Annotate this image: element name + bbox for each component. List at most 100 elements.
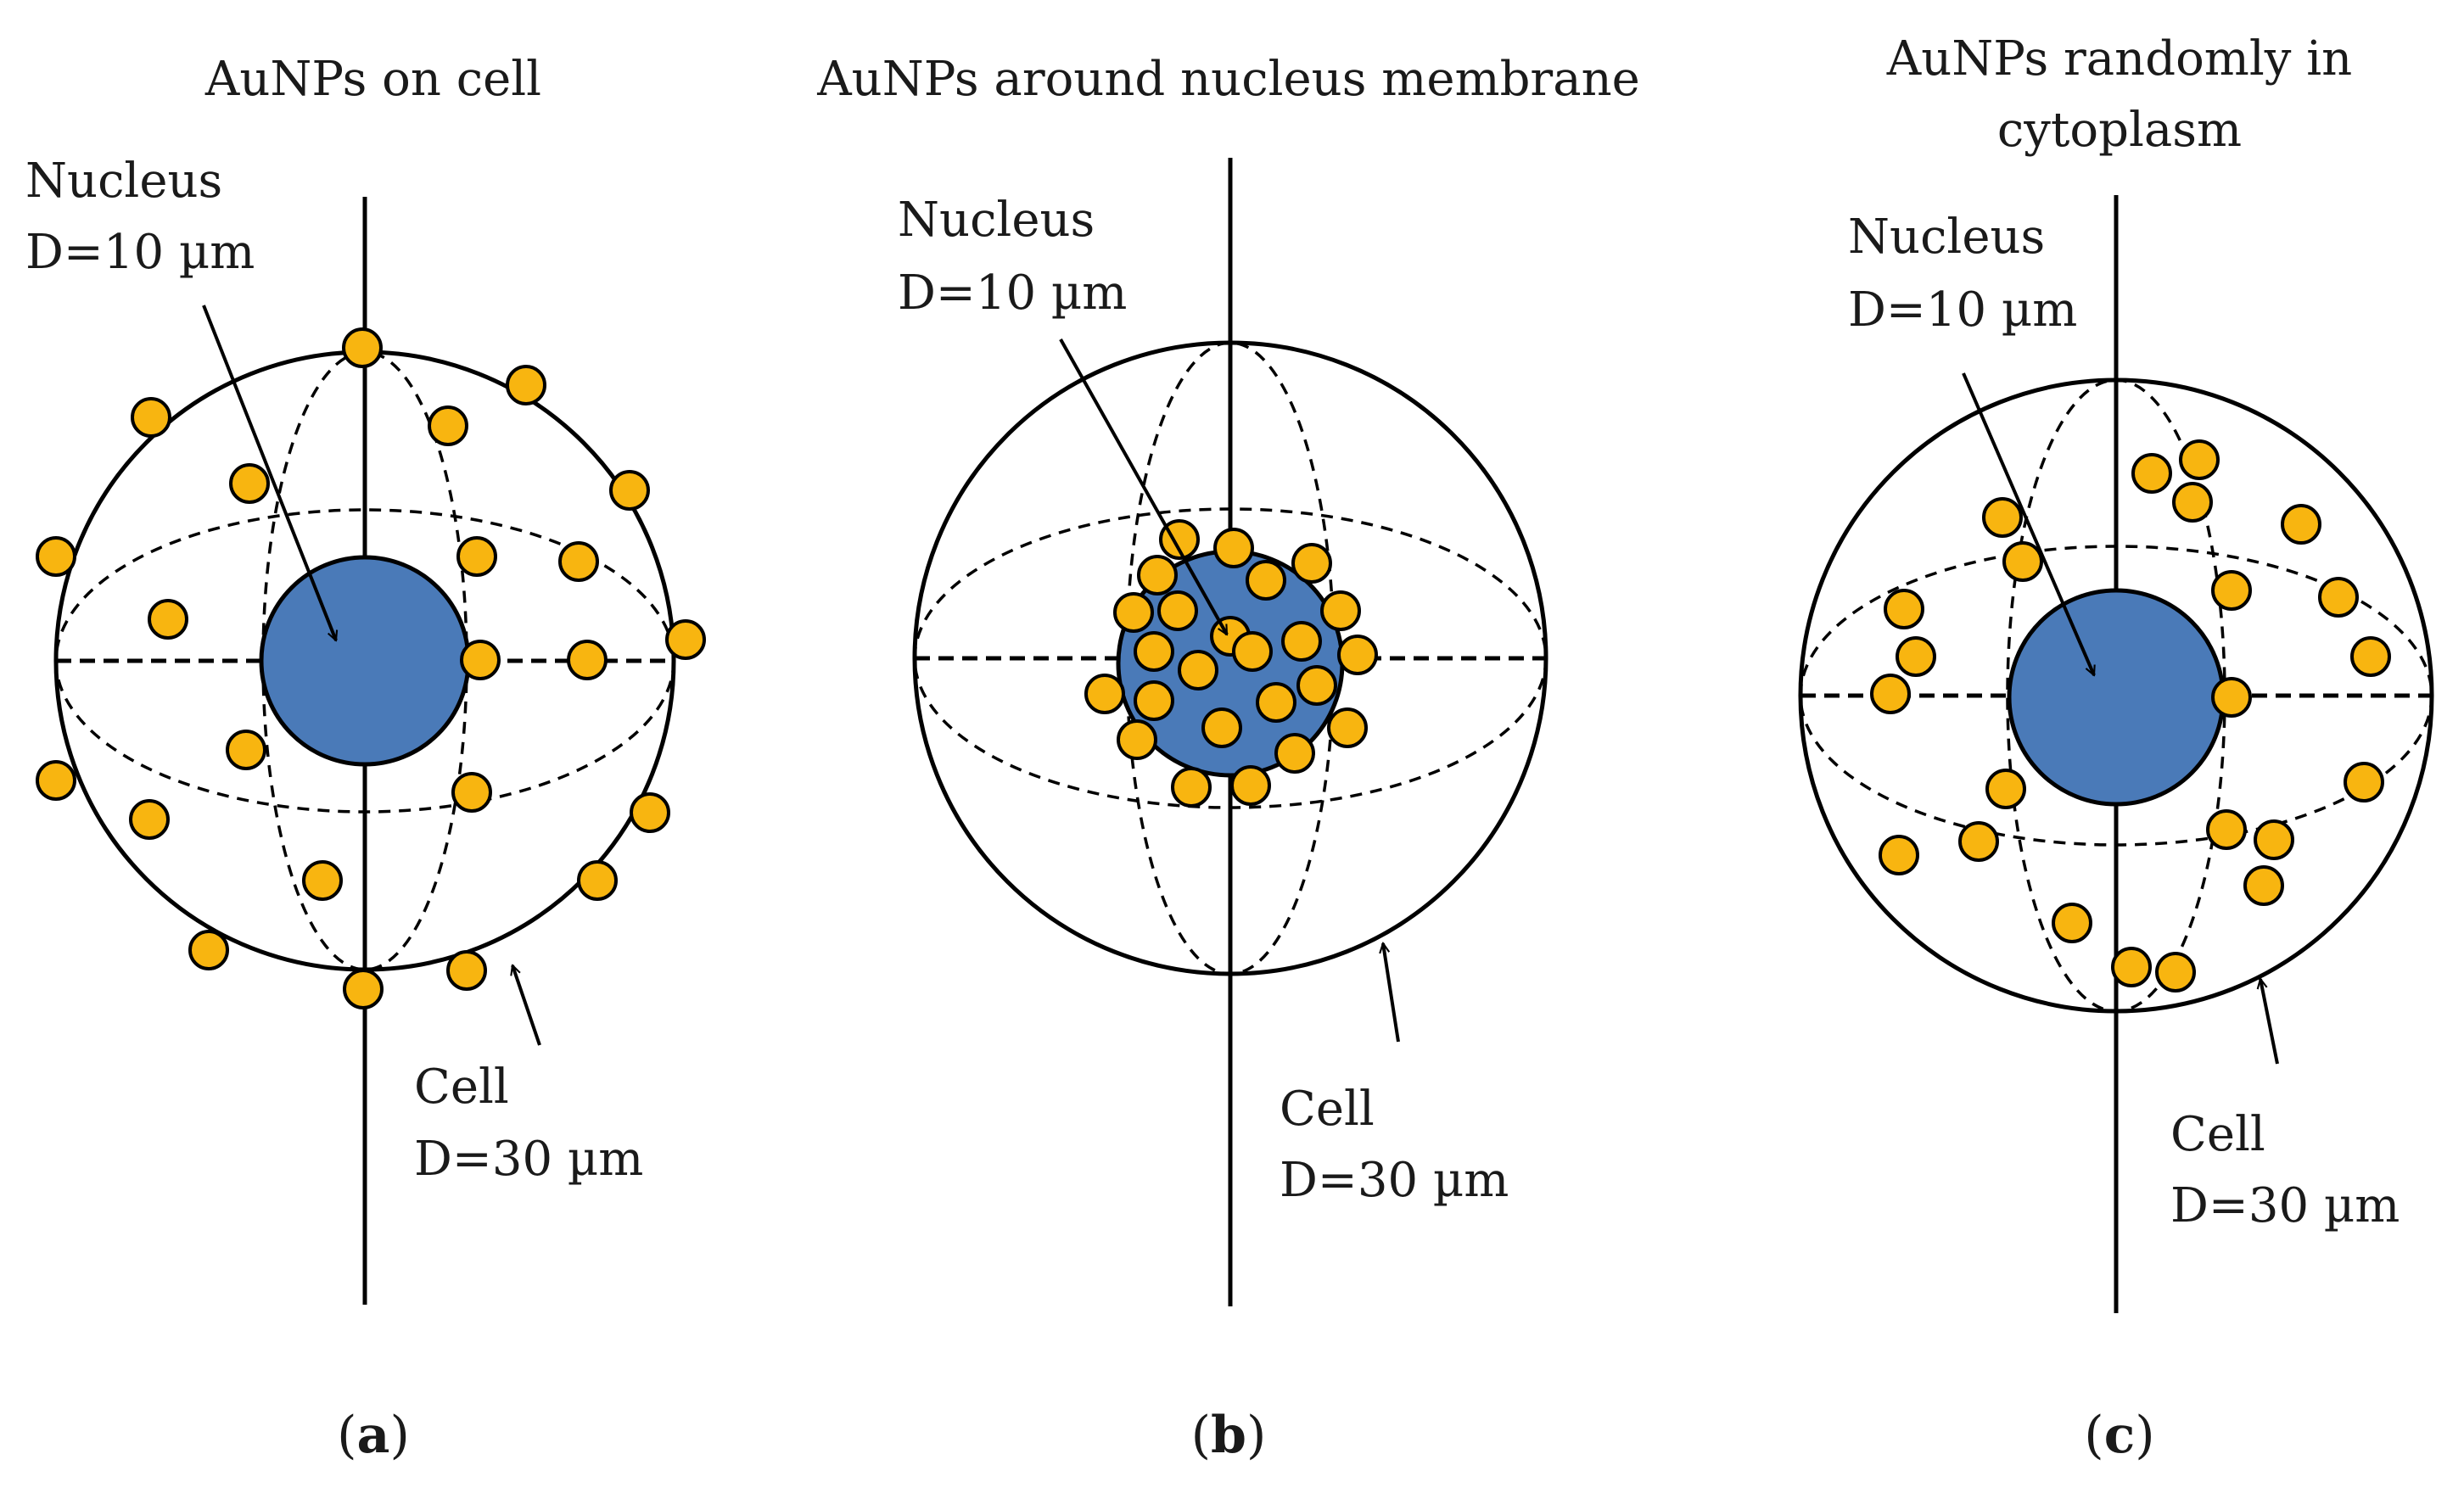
gold-nanoparticle (1230, 765, 1271, 806)
gold-nanoparticle (229, 463, 270, 504)
gold-nanoparticle (577, 860, 618, 901)
gold-nanoparticle (1246, 560, 1286, 601)
gold-nanoparticle (1256, 682, 1296, 723)
panel-b-sublabel: (b) (1191, 1406, 1267, 1465)
panel-c-nucleus-label: Nucleus (1848, 210, 2045, 265)
gold-nanoparticle (1291, 543, 1332, 584)
panel-a-cell-arrow (512, 965, 541, 1046)
gold-nanoparticle (2318, 577, 2359, 618)
gold-nanoparticle (1327, 707, 1368, 748)
gold-nanoparticle (1117, 719, 1157, 760)
panel-c-nucleus-diameter: D=10 µm (1848, 282, 2077, 338)
panel-c-title-line-1: AuNPs randomly in (1886, 31, 2352, 87)
gold-nanoparticle (451, 772, 492, 813)
gold-nanoparticle (1896, 636, 1936, 677)
gold-nanoparticle (1870, 674, 1911, 714)
gold-nanoparticle (1337, 635, 1378, 675)
gold-nanoparticle (506, 365, 546, 405)
gold-nanoparticle (558, 541, 599, 582)
gold-nanoparticle (343, 969, 384, 1009)
gold-nanoparticle (609, 470, 650, 511)
gold-nanoparticle (2206, 809, 2247, 850)
panel-c-nucleus-arrow (1962, 372, 2096, 675)
gold-nanoparticle (1985, 769, 2026, 809)
gold-nanoparticle (1201, 707, 1242, 748)
gold-nanoparticle (1296, 665, 1337, 706)
gold-nanoparticle (226, 730, 266, 770)
gold-nanoparticle (131, 397, 171, 438)
gold-nanoparticle (2254, 819, 2294, 860)
gold-nanoparticle (2211, 677, 2252, 718)
gold-nanoparticle (1157, 590, 1198, 631)
gold-nanoparticle (2131, 453, 2172, 494)
gold-nanoparticle (188, 930, 229, 970)
gold-nanoparticle (2350, 636, 2391, 677)
gold-nanoparticle (1171, 767, 1212, 808)
gold-nanoparticle (567, 640, 608, 680)
panel-b-nucleus-diameter: D=10 µm (898, 266, 1127, 321)
panel-b-title: AuNPs around nucleus membrane (816, 52, 1640, 107)
gold-nanoparticle (1274, 733, 1315, 774)
panel-a-nucleus-diameter: D=10 µm (25, 225, 255, 280)
gold-nanoparticle (630, 792, 670, 833)
panel-a-sublabel: (a) (337, 1406, 410, 1465)
gold-nanoparticle (1178, 650, 1218, 691)
gold-nanoparticle (2155, 952, 2196, 993)
gold-nanoparticle (428, 405, 468, 446)
gold-nanoparticle (2172, 482, 2213, 523)
gold-nanoparticle (148, 599, 188, 640)
panel-c-cell-label: Cell (2170, 1107, 2265, 1162)
panel-b-cell-arrow (1383, 943, 1400, 1043)
panel-b-nucleus-arrow (1059, 338, 1229, 635)
panel-a-title: AuNPs on cell (204, 52, 541, 107)
gold-nanoparticle (1281, 621, 1322, 662)
panel-a-cell-diameter: D=30 µm (414, 1132, 643, 1187)
gold-nanoparticle (446, 950, 487, 991)
panel-b: AuNPs around nucleus membrane (816, 52, 1640, 1465)
gold-nanoparticle (2179, 439, 2220, 480)
panel-a-nanoparticles (36, 327, 706, 1009)
panel-c-cell-arrow (2260, 979, 2279, 1065)
gold-nanoparticle (1232, 631, 1273, 672)
gold-nanoparticle (2211, 570, 2252, 611)
panel-c: AuNPs randomly in cytoplasm (1798, 31, 2434, 1465)
gold-nanoparticle (1884, 589, 1924, 629)
gold-nanoparticle (1137, 555, 1178, 596)
gold-nanoparticle (129, 799, 170, 840)
panel-c-cell-diameter: D=30 µm (2170, 1178, 2400, 1233)
panel-a-nucleus-label: Nucleus (25, 154, 222, 209)
gold-nanoparticle (1084, 674, 1125, 714)
gold-nanoparticle (1982, 497, 2023, 538)
gold-nanoparticle (665, 619, 706, 660)
panel-a: AuNPs on cell (25, 52, 706, 1465)
gold-nanoparticle (36, 536, 76, 577)
gold-nanoparticle (1879, 835, 1919, 875)
panel-b-nanoparticles (1084, 519, 1378, 808)
panel-b-nucleus-label: Nucleus (898, 193, 1095, 248)
panel-a-cell-label: Cell (414, 1060, 509, 1115)
panel-b-cell-diameter: D=30 µm (1280, 1153, 1509, 1208)
panel-c-nanoparticles (1870, 439, 2391, 993)
panel-a-nucleus-arrow (202, 305, 336, 640)
gold-nanoparticle (1958, 821, 1999, 862)
panel-c-nucleus (2007, 588, 2226, 807)
panel-c-title-line-2: cytoplasm (1997, 103, 2242, 158)
gold-nanoparticle (2344, 762, 2384, 802)
gold-nanoparticle (2052, 903, 2092, 943)
gold-nanoparticle (342, 327, 383, 368)
gold-nanoparticle (36, 760, 76, 801)
panel-c-sublabel: (c) (2084, 1406, 2154, 1465)
gold-nanoparticle (456, 536, 497, 577)
gold-nanoparticle (1134, 631, 1174, 672)
gold-nanoparticle (2243, 865, 2284, 906)
gold-nanoparticle (1134, 680, 1174, 721)
gold-nanoparticle (302, 860, 343, 901)
panel-b-cell-label: Cell (1280, 1082, 1375, 1137)
gold-nanoparticle (460, 640, 501, 680)
panel-a-nucleus (259, 555, 471, 767)
gold-nanoparticle (1320, 590, 1361, 631)
gold-nanoparticle (2111, 947, 2152, 987)
gold-nanoparticle (1113, 592, 1154, 633)
gold-nanoparticle (2002, 541, 2043, 582)
